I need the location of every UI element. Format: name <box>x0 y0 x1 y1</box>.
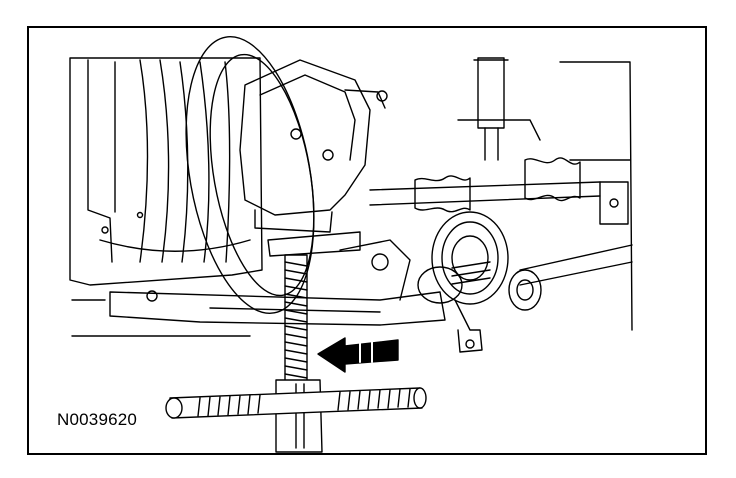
illustration-frame <box>27 26 707 455</box>
wheel-hub <box>431 211 542 311</box>
strut-assembly <box>457 57 541 161</box>
direction-arrow <box>317 337 399 373</box>
tie-rod-end <box>417 266 483 353</box>
brake-rotor <box>185 36 315 314</box>
engine-block <box>69 57 263 286</box>
drive-axle <box>369 157 601 213</box>
lower-control-arm <box>71 239 446 337</box>
ball-joint-separator <box>165 231 427 453</box>
brake-caliper <box>239 59 388 233</box>
figure-id-label: N0039620 <box>57 410 138 429</box>
